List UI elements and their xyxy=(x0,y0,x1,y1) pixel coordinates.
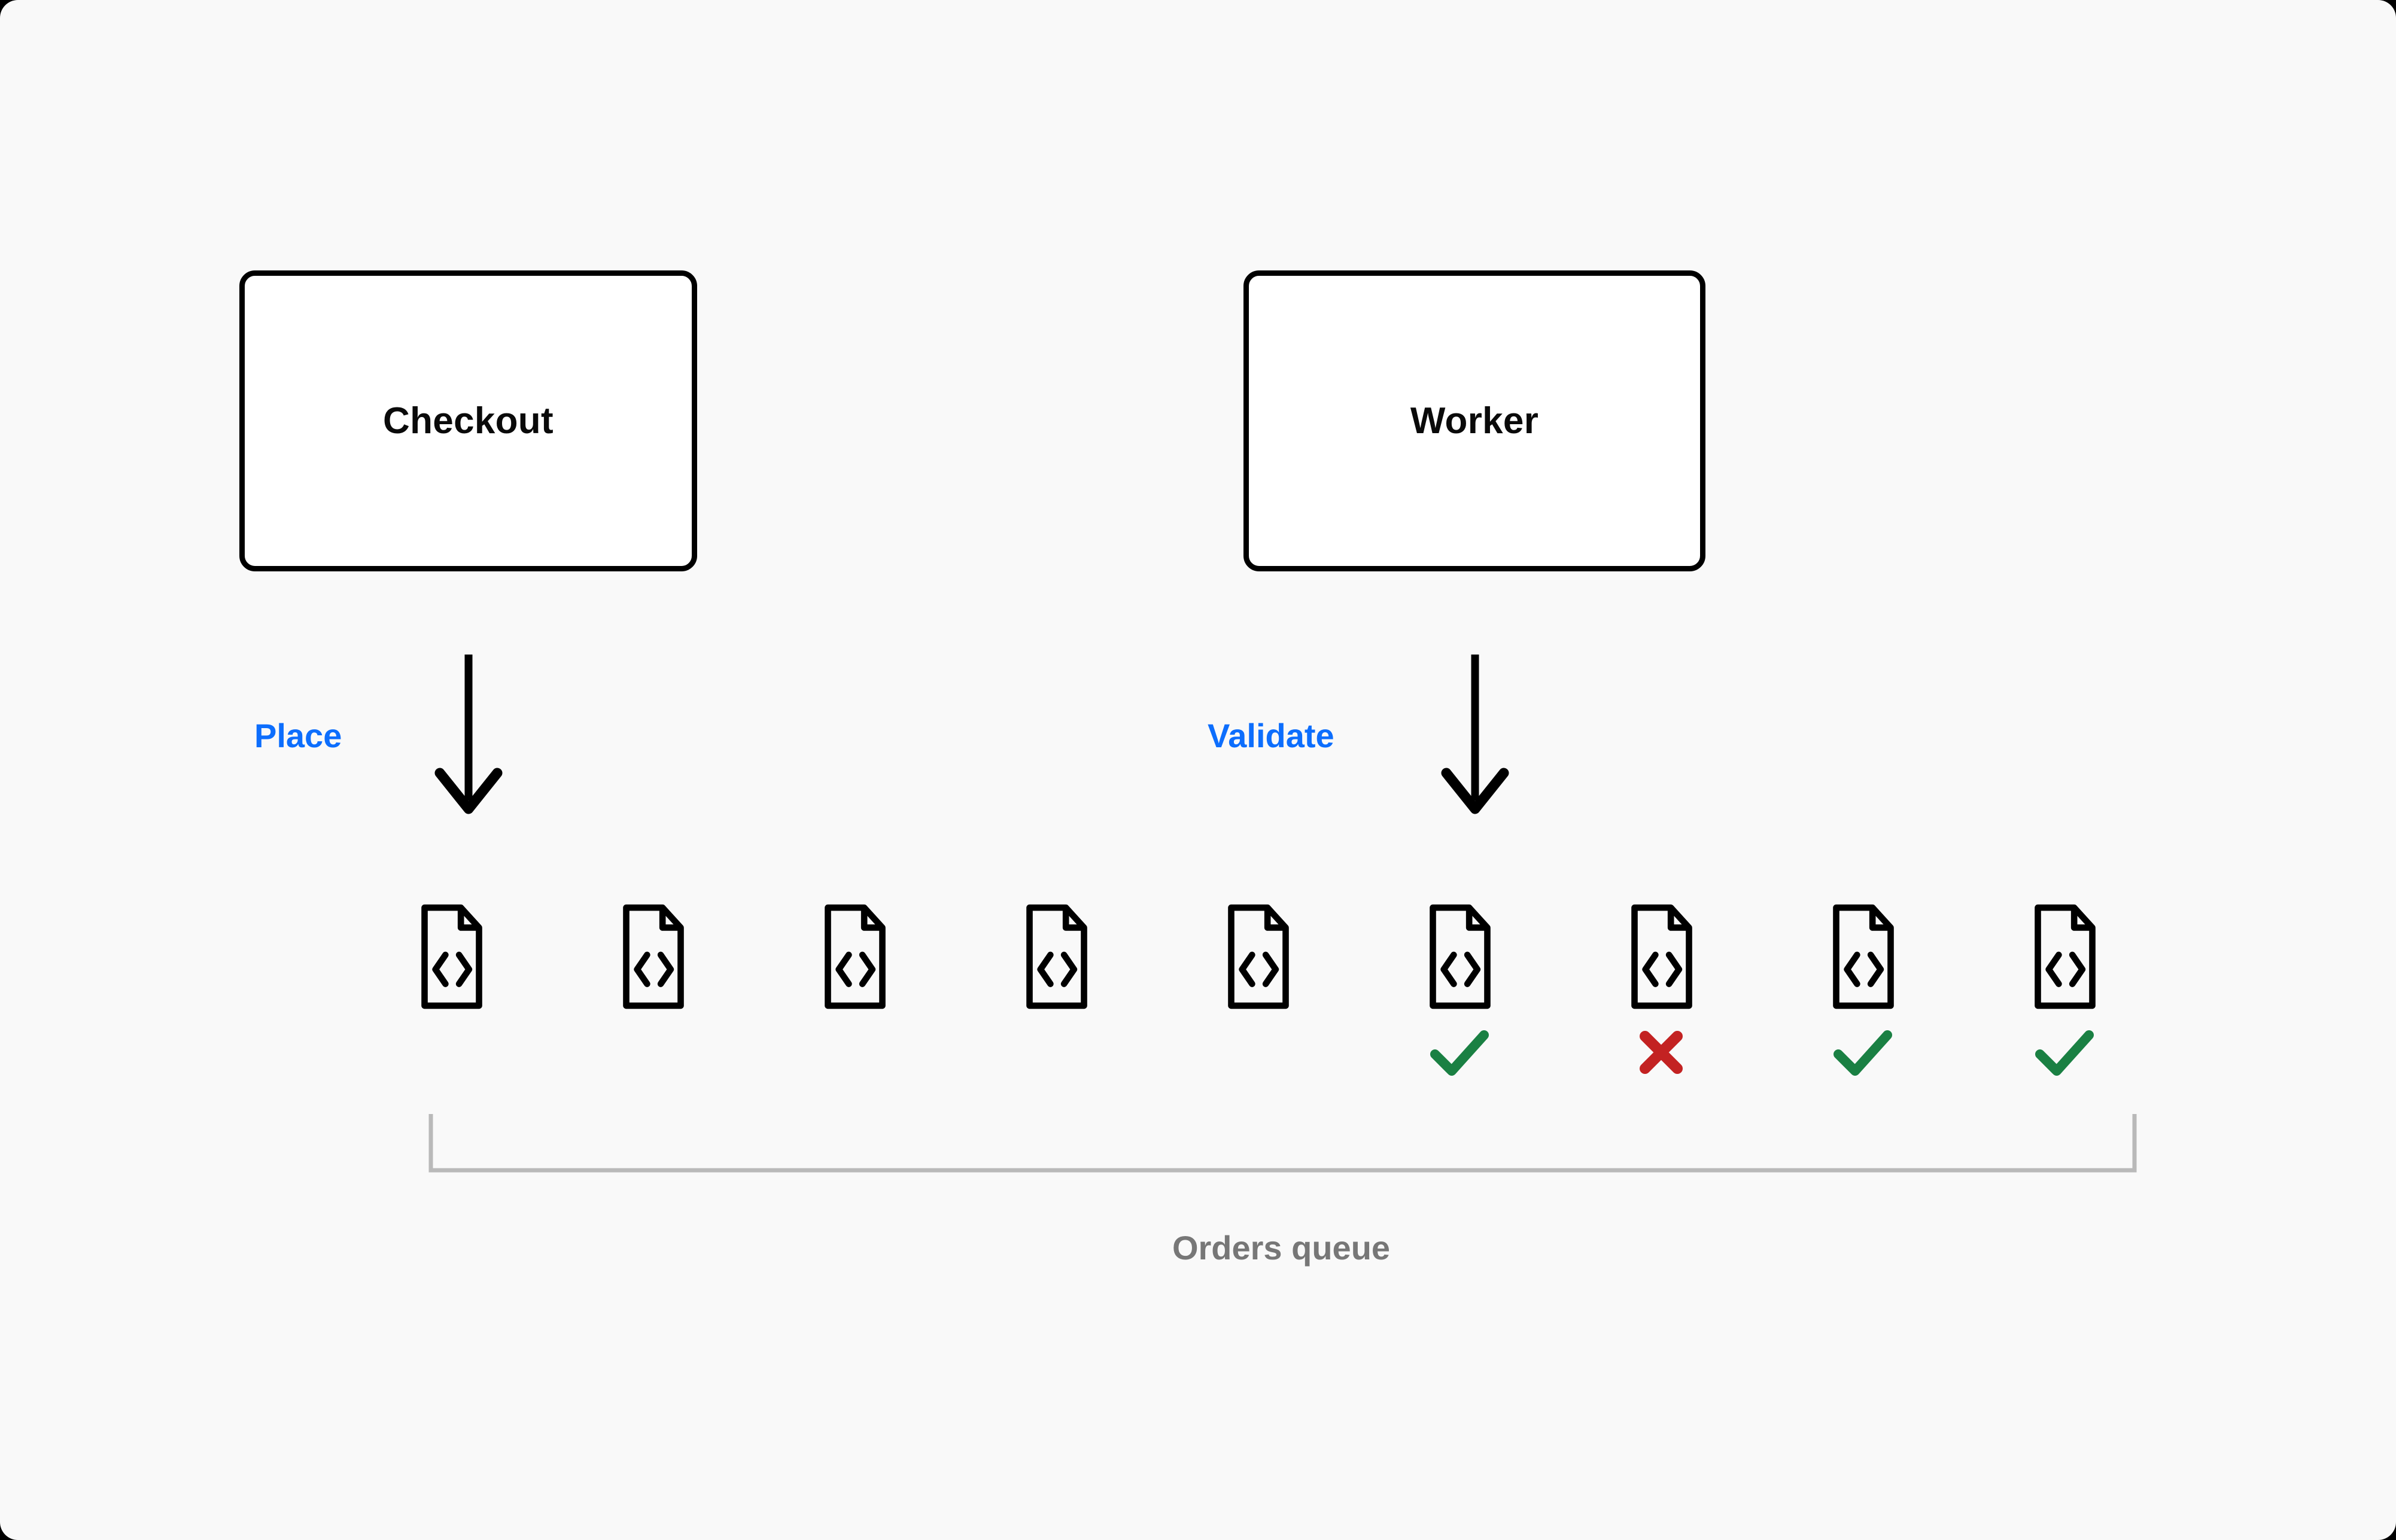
code-file-icon[interactable] xyxy=(621,902,686,1014)
orders-queue-caption: Orders queue xyxy=(1172,1229,1391,1267)
check-icon xyxy=(1427,1025,1492,1082)
code-file-icon[interactable] xyxy=(1226,902,1291,1014)
code-file-icon[interactable] xyxy=(1024,902,1090,1014)
flow-label-validate: Validate xyxy=(1208,717,1334,754)
code-file-icon[interactable] xyxy=(1629,902,1695,1014)
service-label-worker: Worker xyxy=(1410,400,1539,442)
cross-icon xyxy=(1628,1025,1694,1082)
code-file-icon[interactable] xyxy=(822,902,888,1014)
orders-queue-bracket xyxy=(428,1110,2137,1176)
flow-label-place: Place xyxy=(254,717,342,754)
code-file-icon[interactable] xyxy=(1427,902,1493,1014)
flow-arrow-validate xyxy=(1415,646,1535,826)
check-icon xyxy=(2032,1025,2097,1082)
service-label-checkout: Checkout xyxy=(383,400,554,442)
flow-arrow-place xyxy=(409,646,528,826)
service-box-worker[interactable]: Worker xyxy=(1243,270,1705,571)
service-box-checkout[interactable]: Checkout xyxy=(239,270,697,571)
code-file-icon[interactable] xyxy=(1831,902,1896,1014)
code-file-icon[interactable] xyxy=(419,902,485,1014)
check-icon xyxy=(1830,1025,1896,1082)
code-file-icon[interactable] xyxy=(2032,902,2098,1014)
